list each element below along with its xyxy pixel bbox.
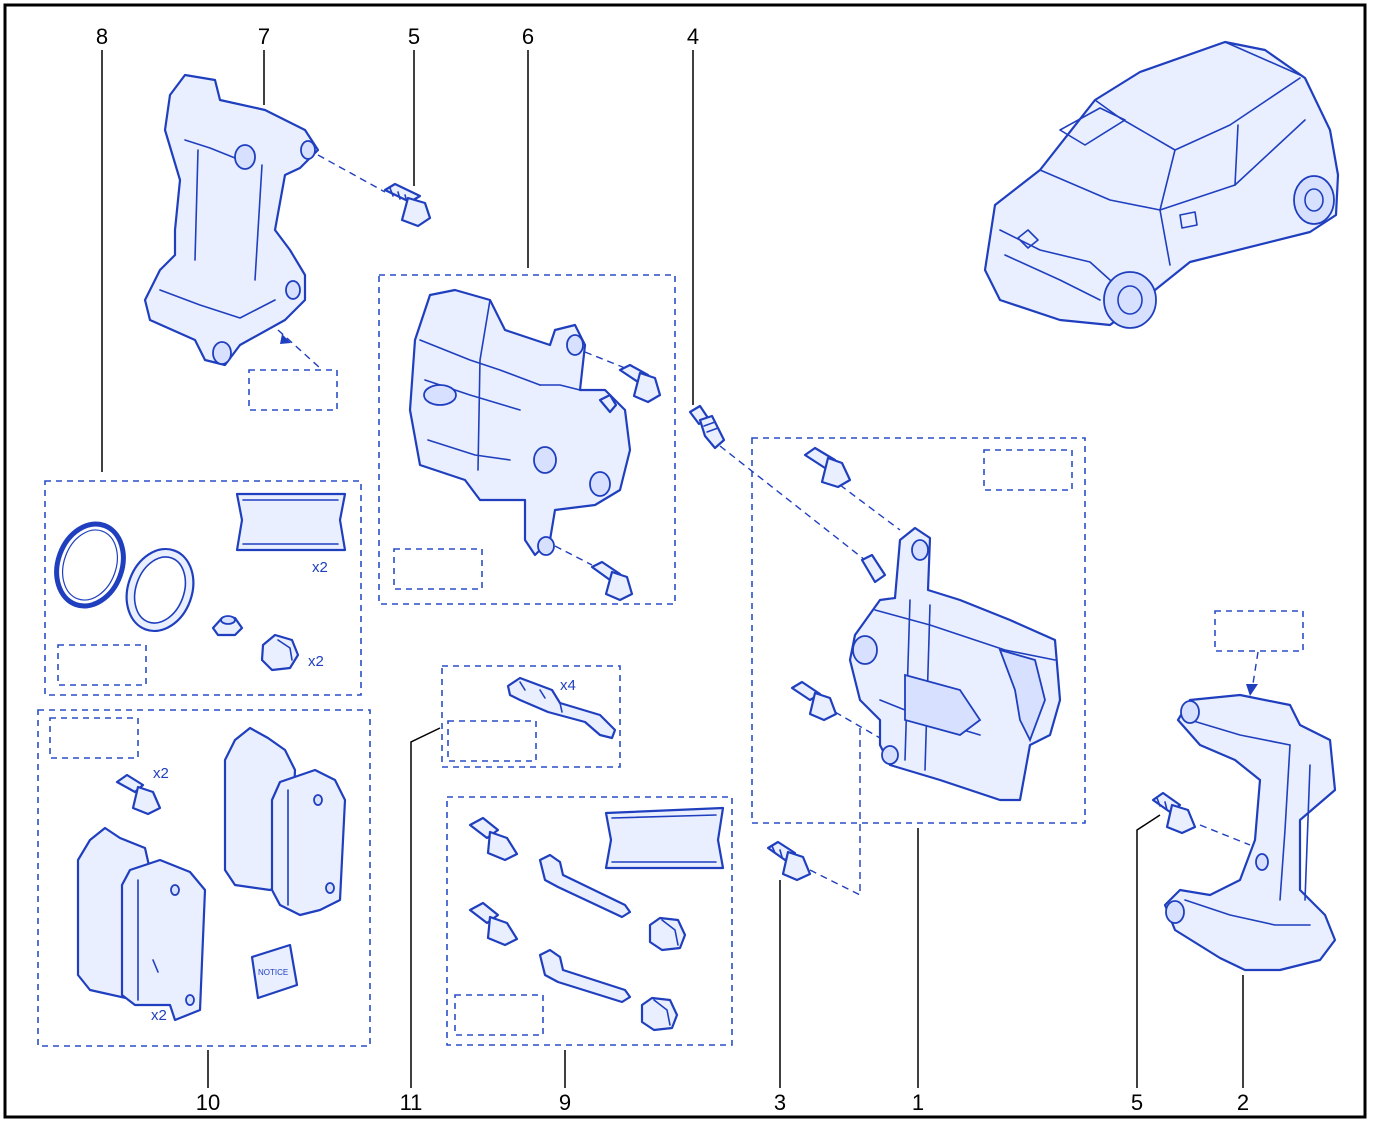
- callout-8: 8: [96, 24, 108, 49]
- caliper-assembly-1: [809, 484, 1062, 897]
- seal-kit-pad-qty: x2: [312, 559, 328, 576]
- callout-6: 6: [522, 24, 534, 49]
- bleed-screw-4: [688, 404, 866, 561]
- caliper-carrier-7: [143, 73, 386, 369]
- bolt-3: [766, 840, 812, 882]
- ref-placeholder-9: [454, 994, 544, 1036]
- callout-1: 1: [912, 1090, 924, 1115]
- clip-kit-qty: x4: [560, 677, 576, 694]
- caliper-1-bolts: [790, 446, 852, 722]
- guide-pin-kit-9: [468, 806, 725, 1032]
- pad-kit-10: x2 x2 NOTICE: [76, 726, 347, 1024]
- kit-group-boxes: [37, 274, 1304, 1047]
- vehicle-illustration: [983, 40, 1340, 329]
- bolt-5-top: [383, 182, 432, 228]
- guide-kit-box: [446, 796, 733, 1046]
- pad-kit-box: [37, 709, 371, 1047]
- pad-kit-bolt-qty: x2: [153, 765, 169, 782]
- caliper-carrier-2: [1163, 651, 1337, 972]
- callout-11: 11: [400, 1090, 423, 1115]
- notice-leaflet-label: NOTICE: [258, 968, 288, 977]
- pad-kit-pad-qty: x2: [151, 1007, 167, 1024]
- caliper-body-6: [408, 288, 632, 566]
- callout-5-bottom: 5: [1131, 1090, 1143, 1115]
- leader-lines: [101, 50, 1244, 1088]
- callout-4: 4: [687, 24, 699, 49]
- seal-kit-boot-qty: x2: [308, 653, 324, 670]
- caliper-assembly-box: [751, 437, 1086, 824]
- caliper-6-bolts: [590, 363, 662, 602]
- callout-5-top: 5: [408, 24, 420, 49]
- clip-kit-box: [441, 665, 621, 768]
- ref-placeholder-11: [447, 720, 537, 762]
- callout-3: 3: [774, 1090, 786, 1115]
- caliper-box: [378, 274, 676, 605]
- ref-placeholder-7: [248, 369, 338, 411]
- callout-9: 9: [559, 1090, 571, 1115]
- clip-kit-11: x4: [506, 676, 617, 740]
- ref-placeholder-1: [983, 449, 1073, 491]
- callout-7: 7: [258, 24, 270, 49]
- ref-placeholder-10: [49, 717, 139, 759]
- callout-10: 10: [196, 1090, 220, 1115]
- ref-placeholder-6: [393, 548, 483, 590]
- seal-kit-8: x2 x2: [54, 492, 347, 672]
- callout-2: 2: [1237, 1090, 1249, 1115]
- ref-placeholder-2: [1214, 610, 1304, 652]
- seal-kit-box: [44, 480, 362, 696]
- ref-placeholder-8: [57, 644, 147, 686]
- outer-frame: [3, 3, 1367, 1119]
- bolt-5-bottom: [1151, 791, 1197, 835]
